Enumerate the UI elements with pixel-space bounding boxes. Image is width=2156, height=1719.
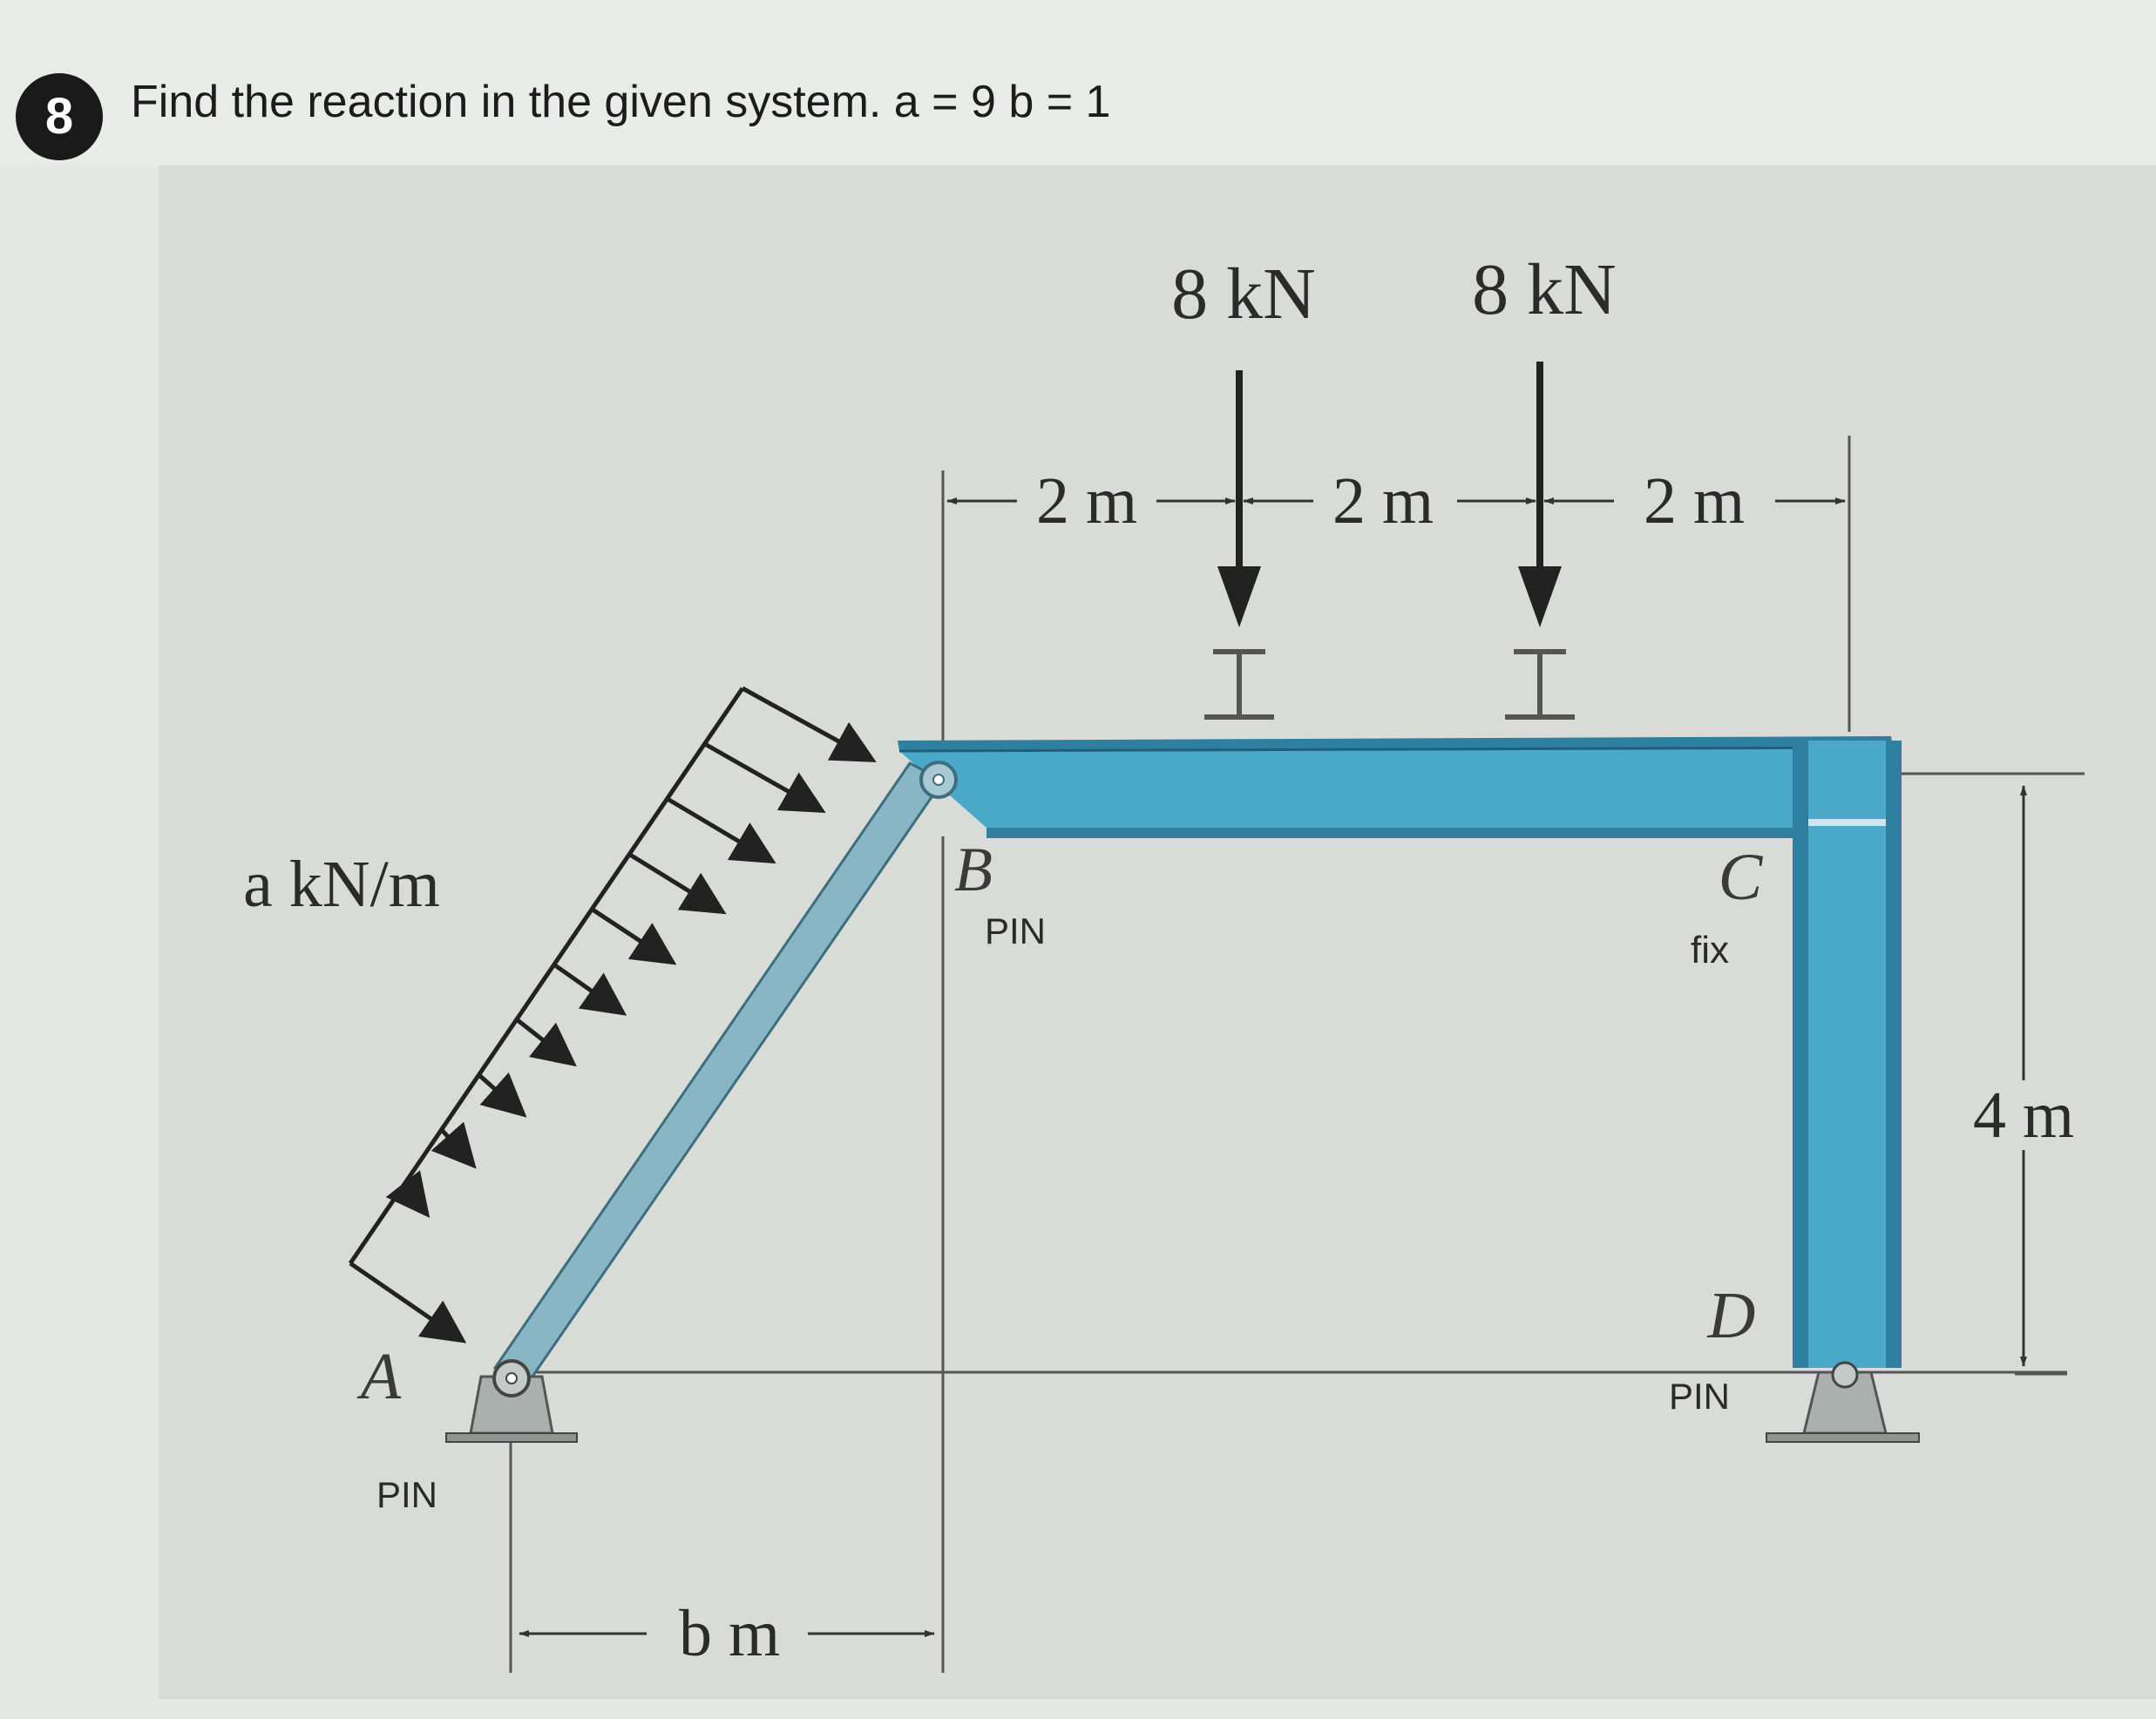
column-joint-plate bbox=[1808, 819, 1886, 826]
strut-body bbox=[492, 761, 946, 1387]
point-c-support-label: fix bbox=[1691, 929, 1729, 971]
load-1-label: 8 kN bbox=[1171, 254, 1316, 335]
load-arrow bbox=[666, 796, 776, 864]
point-b-support-label: PIN bbox=[985, 910, 1046, 951]
distributed-load-label: a kN/m bbox=[243, 848, 440, 921]
support-a-base bbox=[445, 1432, 578, 1443]
distributed-load bbox=[348, 686, 877, 1343]
load-1-bearing-icon bbox=[1204, 649, 1274, 720]
base-label: b m bbox=[679, 1597, 780, 1670]
height-label: 4 m bbox=[1973, 1079, 2074, 1152]
load-arrow bbox=[741, 686, 877, 762]
point-a-label: A bbox=[356, 1340, 402, 1413]
distributed-load-envelope bbox=[348, 687, 745, 1265]
span-2-label: 2 m bbox=[1332, 464, 1434, 538]
span-3-label: 2 m bbox=[1644, 464, 1745, 538]
load-2-label: 8 kN bbox=[1472, 249, 1617, 330]
load-2-arrowhead bbox=[1518, 566, 1562, 627]
point-loads bbox=[1204, 362, 1575, 720]
structure-figure: 8 kN 8 kN 2 m 2 m 2 m 4 m b m a kN/m A P… bbox=[159, 166, 2156, 1699]
support-a-pin-hole bbox=[505, 1372, 518, 1384]
reference-lines bbox=[509, 436, 2085, 1673]
beam-web bbox=[899, 748, 1902, 828]
load-arrow bbox=[516, 1019, 577, 1067]
column-flange-right bbox=[1886, 741, 1902, 1368]
point-b-label: B bbox=[954, 835, 993, 904]
column-flange-left bbox=[1793, 741, 1808, 1368]
load-arrow bbox=[628, 852, 727, 915]
point-d-support-label: PIN bbox=[1669, 1376, 1730, 1417]
load-arrow bbox=[349, 1261, 467, 1343]
span-1-label: 2 m bbox=[1036, 464, 1137, 538]
pin-b-hole bbox=[932, 774, 945, 786]
load-arrow bbox=[553, 963, 627, 1016]
support-d-base bbox=[1766, 1432, 1920, 1443]
point-d-label: D bbox=[1707, 1279, 1756, 1352]
pin-support-a-icon bbox=[445, 1359, 578, 1443]
load-arrow bbox=[591, 907, 677, 965]
column-cd bbox=[1793, 741, 1902, 1368]
question-header: 8 Find the reaction in the given system.… bbox=[0, 0, 2156, 166]
beam-bottom-flange bbox=[986, 828, 1902, 838]
load-arrow bbox=[431, 1121, 477, 1169]
pin-support-d-icon bbox=[1766, 1361, 1920, 1443]
strut-ab bbox=[492, 761, 958, 1387]
load-arrow bbox=[385, 1170, 431, 1218]
load-2-bearing-icon bbox=[1505, 649, 1575, 720]
question-number-badge: 8 bbox=[16, 73, 103, 160]
load-1-arrowhead bbox=[1217, 566, 1261, 627]
point-c-label: C bbox=[1719, 841, 1764, 914]
beam-edge bbox=[898, 746, 1894, 753]
question-text: Find the reaction in the given system. a… bbox=[131, 77, 1111, 127]
column-body bbox=[1793, 741, 1902, 1368]
support-d-pin bbox=[1831, 1361, 1859, 1389]
beam-bc bbox=[898, 736, 1902, 838]
point-a-support-label: PIN bbox=[376, 1474, 437, 1515]
load-arrow bbox=[478, 1072, 527, 1118]
load-arrow bbox=[703, 741, 826, 813]
structure-diagram: 8 kN 8 kN 2 m 2 m 2 m 4 m b m a kN/m A P… bbox=[243, 249, 2085, 1673]
